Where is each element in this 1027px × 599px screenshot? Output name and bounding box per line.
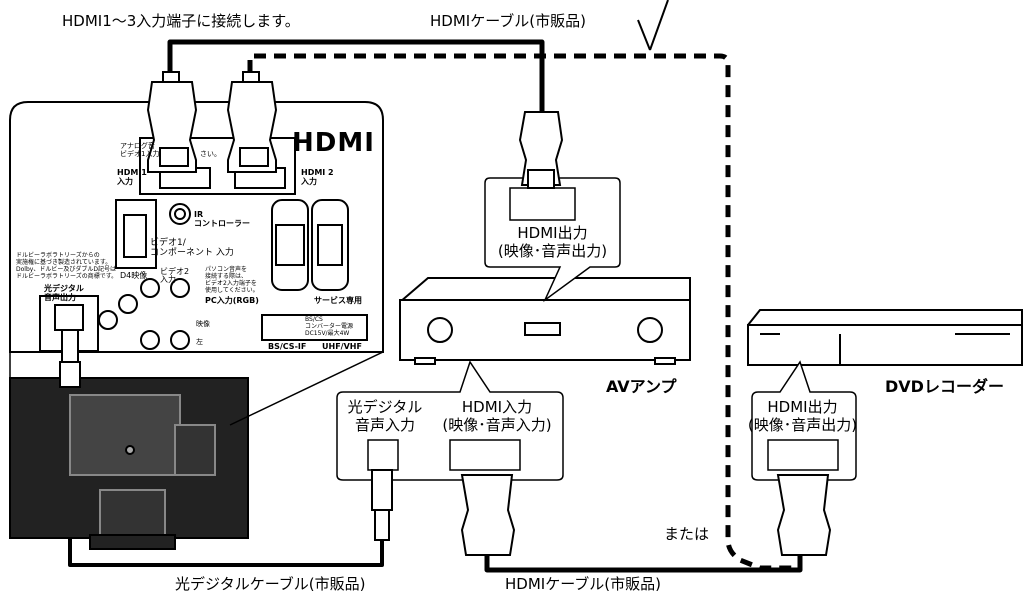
hdmi2-label: HDMI 2 入力 xyxy=(301,168,334,186)
av-amp-label: AVアンプ xyxy=(606,377,677,396)
left-small: 左 xyxy=(196,338,203,346)
hdmi-cable-dashed xyxy=(247,53,800,571)
hdmi-plug-dvd xyxy=(776,474,832,556)
amp-hdmi-out-line2: (映像･音声出力) xyxy=(497,242,608,260)
analog-note-end: さい。 xyxy=(200,150,221,158)
hdmi1-label: HDMI1 入力 xyxy=(117,168,147,186)
video2-label: ビデオ2 入力 xyxy=(160,267,190,284)
pc-note: パソコン音声を 接続する際は、 ビデオ2入力端子を 使用してください。 xyxy=(205,266,259,294)
ir-label: IR コントローラー xyxy=(194,210,250,228)
hdmi-inputs-note: HDMI1～3入力端子に接続します。 xyxy=(62,12,300,30)
amp-hdmi-in-line1: HDMI入力 xyxy=(461,398,533,416)
optical-cable-label: 光デジタルケーブル(市販品) xyxy=(175,575,366,593)
analog-note: アナログ音 ビデオ1入力 xyxy=(120,142,160,158)
video1-label: ビデオ1/ コンポーネント 入力 xyxy=(150,238,234,258)
dolby-note: ドルビーラボラトリーズからの 実施権に基づき製造されています。 Dolby、ドル… xyxy=(16,252,118,280)
amp-hdmi-out-line1: HDMI出力 xyxy=(517,224,588,242)
hdmi-logo: HDMI xyxy=(292,128,375,158)
tv-back xyxy=(9,377,249,550)
hdmi-plug-2 xyxy=(226,71,278,173)
amp-hdmi-in-line2: (映像･音声入力) xyxy=(442,416,552,434)
hdmi-plug-amp-in xyxy=(460,474,516,556)
hdmi-cable-top-label: HDMIケーブル(市販品) xyxy=(430,12,587,30)
amp-inputs-callout xyxy=(336,360,564,481)
dvd-recorder-body xyxy=(747,309,1023,366)
optical-plug-tv xyxy=(59,329,81,388)
pc-label: PC入力(RGB) xyxy=(205,296,259,305)
uhf-label: UHF/VHF xyxy=(322,342,362,351)
av-amp-body xyxy=(399,277,691,365)
amp-optical-in-line2: 音声入力 xyxy=(354,416,415,434)
service-label: サービス専用 xyxy=(314,296,362,305)
hdmi-cable-bottom-label: HDMIケーブル(市販品) xyxy=(505,575,662,593)
dvd-hdmi-callout xyxy=(751,360,857,481)
hdmi-plug-1 xyxy=(146,71,198,173)
amp-optical-in-line1: 光デジタル xyxy=(347,398,423,416)
optical-label: 光デジタル 音声出力 xyxy=(44,284,84,302)
bs-if-label: BS/CS-IF xyxy=(268,342,307,351)
hdmi-cable-top xyxy=(167,39,545,112)
video-small: 映像 xyxy=(196,320,210,328)
amp-hdmi-out-callout xyxy=(484,177,621,303)
or-label: または xyxy=(664,525,710,543)
dvd-hdmi-out-line1: HDMI出力 xyxy=(767,398,838,416)
optical-plug-amp xyxy=(371,469,393,541)
dvd-hdmi-out-line2: (映像･音声出力) xyxy=(747,416,858,434)
hdmi-plug-amp-out xyxy=(518,111,564,189)
hdmi-cable-bottom xyxy=(484,555,803,573)
d4-label: D4映像 xyxy=(120,271,148,280)
bs-note: BS/CS コンバーター電源 DC15V/最大4W xyxy=(305,316,354,337)
dvd-recorder-label: DVDレコーダー xyxy=(885,377,1004,396)
